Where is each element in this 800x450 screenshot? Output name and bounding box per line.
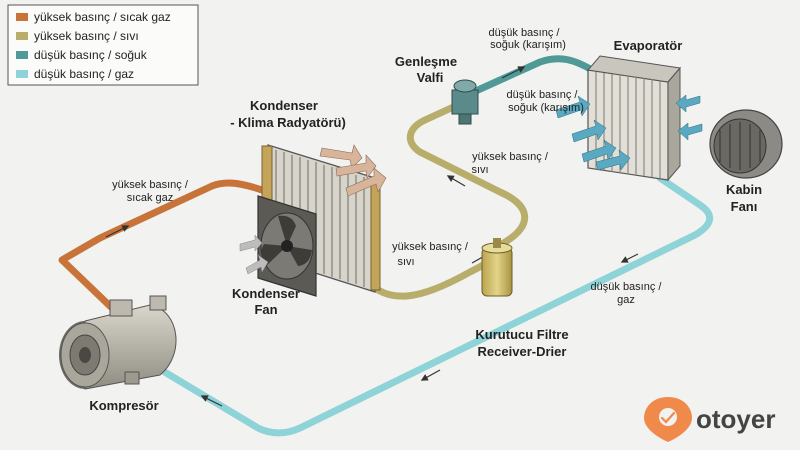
condenser-label-line2: - Klima Radyatörü) <box>230 115 346 130</box>
pipe-liquid-condenser-drier <box>361 246 501 300</box>
compressor <box>59 295 177 390</box>
pipe-low-gas <box>144 174 713 437</box>
legend-label-hot-gas: yüksek basınç / sıcak gaz <box>34 10 171 24</box>
flow-label-liquid-center-line1: yüksek basınç / <box>392 241 469 253</box>
condenser-fan-label-line1: Kondenser <box>232 286 300 301</box>
flow-label-liquid-center-line2: sıvı <box>397 256 414 268</box>
flow-label-hot-gas-line1: yüksek basınç / <box>112 179 189 191</box>
flow-label-cold-top-line1: düşük basınç / <box>489 27 561 39</box>
flow-arrow-low-gas-right <box>620 253 639 263</box>
brand-name: otoyer <box>696 404 775 434</box>
pipe-liquid-drier-valve <box>407 100 529 248</box>
pipe-hot-gas <box>58 179 266 312</box>
flow-label-liquid-right-line1: yüksek basınç / <box>472 151 549 163</box>
receiver-drier <box>481 238 513 297</box>
receiver-drier-label-line2: Receiver-Drier <box>478 344 567 359</box>
flow-arrow-low-gas-bottom <box>420 369 441 381</box>
flow-arrow-low-gas-left <box>200 395 223 407</box>
expansion-valve-label-line1: Genleşme <box>395 54 457 69</box>
flow-arrow-top <box>501 66 526 79</box>
expansion-valve <box>451 79 479 125</box>
flow-label-cold-mid-line1: düşük basınç / <box>507 89 579 101</box>
flow-label-cold-top-line2: soğuk (karışım) <box>490 39 566 51</box>
legend-swatch-hp-liquid <box>16 32 28 40</box>
evaporator-label: Evaporatör <box>614 38 683 53</box>
receiver-drier-label-line1: Kurutucu Filtre <box>475 327 568 342</box>
flow-arrow-liquid-right <box>446 175 466 187</box>
legend-swatch-lp-cold <box>16 51 28 59</box>
expansion-valve-label-line2: Valfi <box>417 70 444 85</box>
cabin-fan <box>709 109 783 179</box>
condenser-label-line1: Kondenser <box>250 98 318 113</box>
flow-label-hot-gas-line2: sıcak gaz <box>127 192 173 204</box>
flow-label-cold-mid-line2: soğuk (karışım) <box>508 102 584 114</box>
condenser-fan-label-line2: Fan <box>254 302 277 317</box>
cabin-fan-label-line2: Fanı <box>731 199 758 214</box>
legend-label-hp-liquid: yüksek basınç / sıvı <box>34 29 139 43</box>
flow-label-low-gas-line2: gaz <box>617 294 635 306</box>
legend-label-lp-cold: düşük basınç / soğuk <box>34 48 148 62</box>
condenser-fan <box>239 195 317 297</box>
evaporator <box>555 55 703 182</box>
compressor-label: Kompresör <box>89 398 158 413</box>
legend: yüksek basınç / sıcak gaz yüksek basınç … <box>7 4 199 86</box>
flow-arrow-hot-gas <box>105 225 130 238</box>
brand-logo: otoyer <box>644 397 775 442</box>
flow-label-low-gas-line1: düşük basınç / <box>591 281 663 293</box>
cabin-fan-label-line1: Kabin <box>726 182 762 197</box>
legend-label-lp-gas: düşük basınç / gaz <box>34 67 134 81</box>
legend-swatch-lp-gas <box>16 70 28 78</box>
pipe-cold-mixture <box>474 55 596 94</box>
flow-label-liquid-right-line2: sıvı <box>471 164 488 176</box>
legend-swatch-hot-gas <box>16 13 28 21</box>
